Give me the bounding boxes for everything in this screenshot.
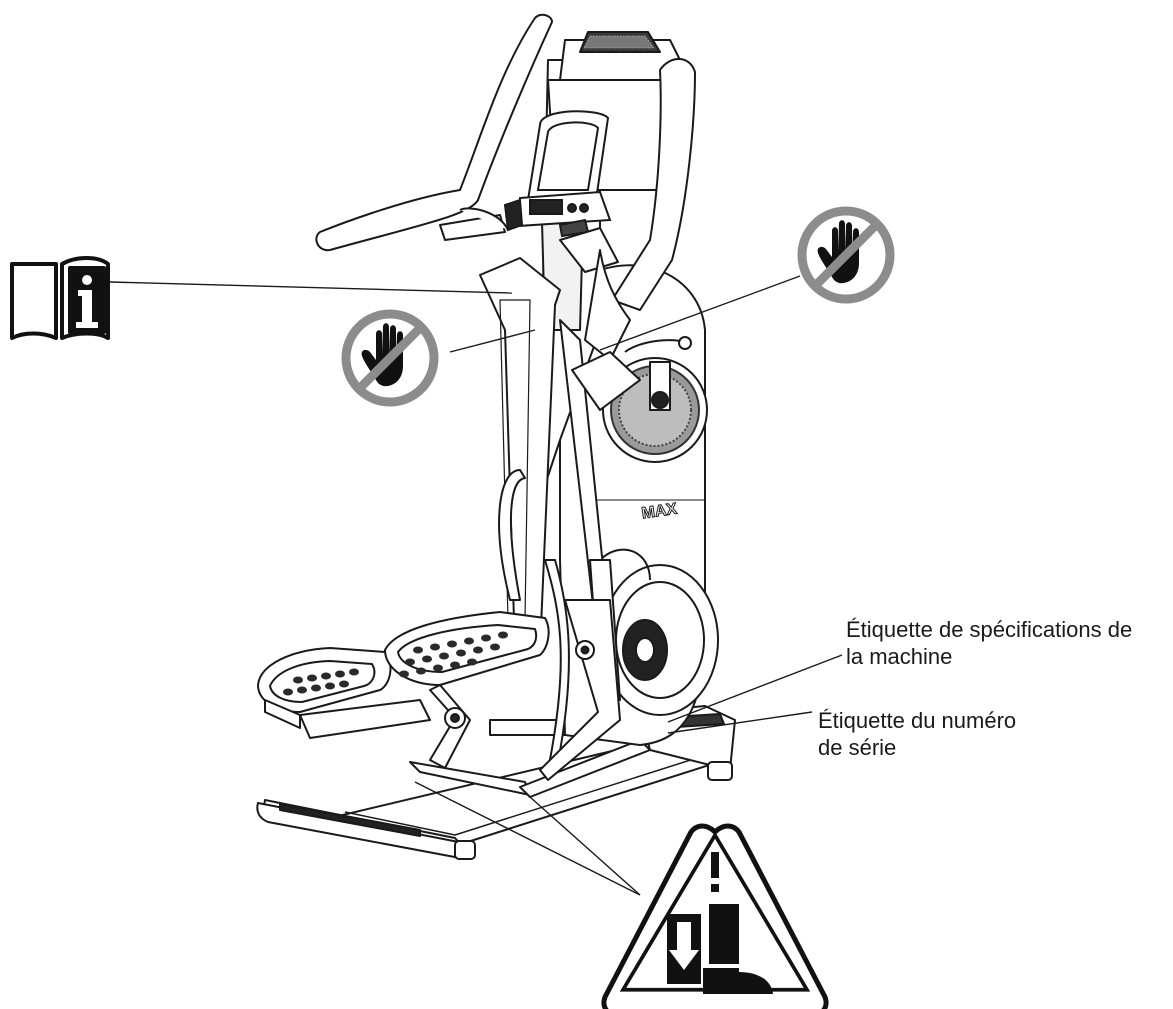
pedal-holes xyxy=(283,631,508,696)
pedal-hole xyxy=(283,688,293,696)
pedal-hole xyxy=(307,674,317,682)
pedal-hole xyxy=(325,682,335,690)
read-manual-icon xyxy=(10,256,110,340)
pedal-hole xyxy=(297,686,307,694)
crush-warning-leader-line-b xyxy=(529,796,641,896)
foot-crush-warning-icon xyxy=(601,823,829,1009)
pedal-hole xyxy=(433,664,443,672)
no-touch-hand-icon xyxy=(797,206,895,304)
crush-warning-leader-line-a xyxy=(414,781,641,896)
stride-arms xyxy=(479,257,692,781)
console-display xyxy=(529,199,563,215)
pedal-hole xyxy=(416,667,426,675)
no-touch-hand-icon xyxy=(341,309,439,407)
pedal-hole xyxy=(349,668,359,676)
left-handlebar xyxy=(315,13,553,252)
console xyxy=(503,110,612,238)
rear-foot-cap xyxy=(707,761,733,781)
front-foot-cap xyxy=(454,840,476,860)
brand-mark: MAX xyxy=(641,501,679,523)
pedal-hole xyxy=(481,634,491,642)
serial-label-line-2: de série xyxy=(818,735,897,760)
pedal-hole xyxy=(430,643,440,651)
pedal-hole xyxy=(399,670,409,678)
serial-label-leader-line xyxy=(667,711,813,734)
right-handlebar xyxy=(559,58,696,361)
pedal-hole xyxy=(464,637,474,645)
specs-label-line-2: la machine xyxy=(846,644,953,669)
specs-label-line-1: Étiquette de spécifications de xyxy=(846,617,1133,642)
pedal-hole xyxy=(498,631,508,639)
pedal-hole xyxy=(467,658,477,666)
pedal-hole xyxy=(490,643,500,651)
manual-leader-line xyxy=(109,281,513,294)
pedal-hole xyxy=(405,658,415,666)
pedal-hole xyxy=(473,646,483,654)
pedal-hole xyxy=(311,684,321,692)
pedal-hole xyxy=(339,680,349,688)
serial-number-label-callout: Étiquette du numéro de série xyxy=(818,707,1058,761)
leader-lines xyxy=(109,275,843,896)
pedal-hole xyxy=(439,652,449,660)
pedal-hole xyxy=(450,661,460,669)
pedal-hole xyxy=(447,640,457,648)
pedal-hole xyxy=(422,655,432,663)
no-touch-right-leader-line xyxy=(599,275,801,351)
pedal-hole xyxy=(321,672,331,680)
pedals xyxy=(257,611,595,769)
no-touch-left-leader-line xyxy=(449,329,536,353)
pedal-hole xyxy=(335,670,345,678)
pedal-hole xyxy=(293,676,303,684)
serial-label-line-1: Étiquette du numéro xyxy=(818,708,1017,733)
specs-label-leader-line xyxy=(667,654,843,723)
pedal-hole xyxy=(456,649,466,657)
pedal-hole xyxy=(413,646,423,654)
machine-specifications-label-callout: Étiquette de spécifications de la machin… xyxy=(846,616,1173,670)
